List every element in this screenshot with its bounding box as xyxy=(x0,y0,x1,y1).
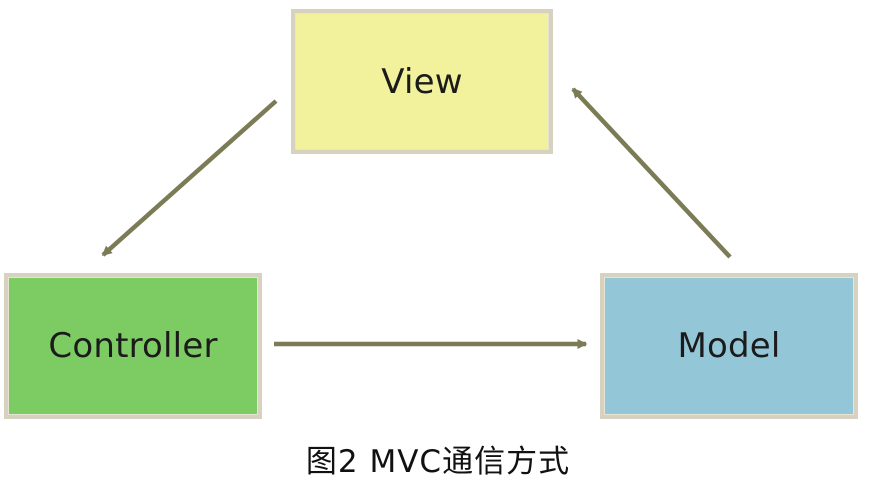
edge-model-to-view xyxy=(571,87,732,259)
controller-node-label: Controller xyxy=(48,326,218,366)
model-node: Model xyxy=(600,273,858,419)
model-node-label: Model xyxy=(677,326,781,366)
edge-view-to-controller xyxy=(101,99,278,257)
view-node-label: View xyxy=(381,61,463,102)
view-node: View xyxy=(291,9,553,154)
controller-node: Controller xyxy=(4,273,262,419)
figure-caption: 图2 MVC通信方式 xyxy=(305,444,571,480)
